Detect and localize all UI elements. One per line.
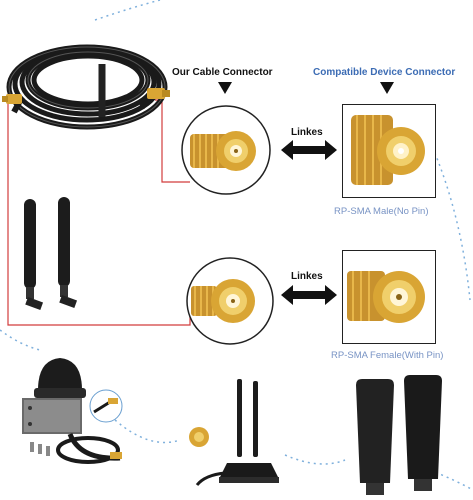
link-label-bottom: Linkes (291, 271, 323, 282)
magnetic-base-antenna-image (189, 379, 279, 486)
coiled-cable-image (2, 44, 170, 130)
arrow-down-icon (218, 82, 232, 94)
rp-sma-female-box (342, 250, 436, 344)
male-caption: RP-SMA Male(No Pin) (334, 206, 429, 217)
rp-sma-male-cable-connector-image (186, 257, 274, 345)
rp-sma-male-box (342, 104, 436, 198)
double-arrow-icon (281, 285, 337, 305)
compatible-connector-label: Compatible Device Connector (313, 67, 456, 78)
our-connector-label: Our Cable Connector (172, 67, 273, 78)
rp-sma-female-connector-image (181, 105, 271, 195)
arrow-down-icon (380, 82, 394, 94)
double-arrow-icon (281, 140, 337, 160)
female-caption: RP-SMA Female(With Pin) (331, 350, 444, 361)
paddle-antennas-image (356, 375, 442, 495)
dipole-antennas-image (24, 197, 78, 310)
rp-sma-male-connector-image (351, 115, 425, 185)
link-label-top: Linkes (291, 127, 323, 138)
puck-antenna-image (22, 358, 123, 464)
rp-sma-female-device-connector-image (347, 271, 425, 323)
